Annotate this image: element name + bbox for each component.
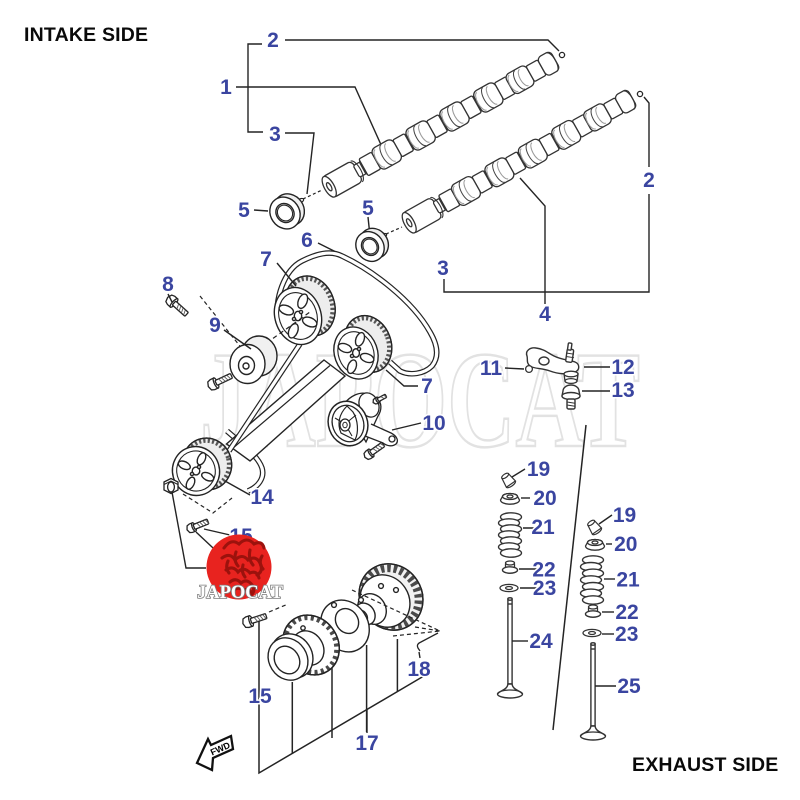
svg-text:8: 8 xyxy=(162,273,174,296)
svg-text:20: 20 xyxy=(614,533,637,556)
svg-text:3: 3 xyxy=(269,123,281,146)
svg-text:23: 23 xyxy=(533,577,556,600)
svg-text:5: 5 xyxy=(238,199,250,222)
svg-text:25: 25 xyxy=(617,675,641,698)
svg-text:JAPOCAT: JAPOCAT xyxy=(197,582,283,603)
svg-text:6: 6 xyxy=(301,229,313,252)
svg-text:5: 5 xyxy=(362,197,374,220)
svg-text:9: 9 xyxy=(209,314,221,337)
svg-text:18: 18 xyxy=(407,658,431,681)
svg-text:11: 11 xyxy=(480,357,503,380)
svg-text:24: 24 xyxy=(529,630,553,653)
svg-text:12: 12 xyxy=(611,356,634,379)
svg-text:4: 4 xyxy=(539,303,551,326)
svg-text:7: 7 xyxy=(260,248,272,271)
svg-text:3: 3 xyxy=(437,257,449,280)
svg-text:13: 13 xyxy=(611,379,634,402)
svg-text:10: 10 xyxy=(422,412,445,435)
svg-text:15: 15 xyxy=(248,685,272,708)
svg-text:1: 1 xyxy=(220,76,232,99)
svg-text:20: 20 xyxy=(533,487,556,510)
svg-text:17: 17 xyxy=(355,732,378,755)
svg-text:7: 7 xyxy=(421,375,433,398)
svg-text:14: 14 xyxy=(250,486,274,509)
svg-text:19: 19 xyxy=(613,504,636,527)
svg-text:22: 22 xyxy=(532,559,555,582)
svg-text:INTAKE SIDE: INTAKE SIDE xyxy=(24,24,148,46)
svg-text:2: 2 xyxy=(643,169,655,192)
svg-text:22: 22 xyxy=(615,601,638,624)
svg-text:21: 21 xyxy=(531,516,555,539)
svg-text:21: 21 xyxy=(616,569,640,592)
svg-text:EXHAUST SIDE: EXHAUST SIDE xyxy=(632,754,779,776)
svg-text:19: 19 xyxy=(527,458,550,481)
svg-text:2: 2 xyxy=(267,29,279,52)
svg-text:23: 23 xyxy=(615,623,638,646)
